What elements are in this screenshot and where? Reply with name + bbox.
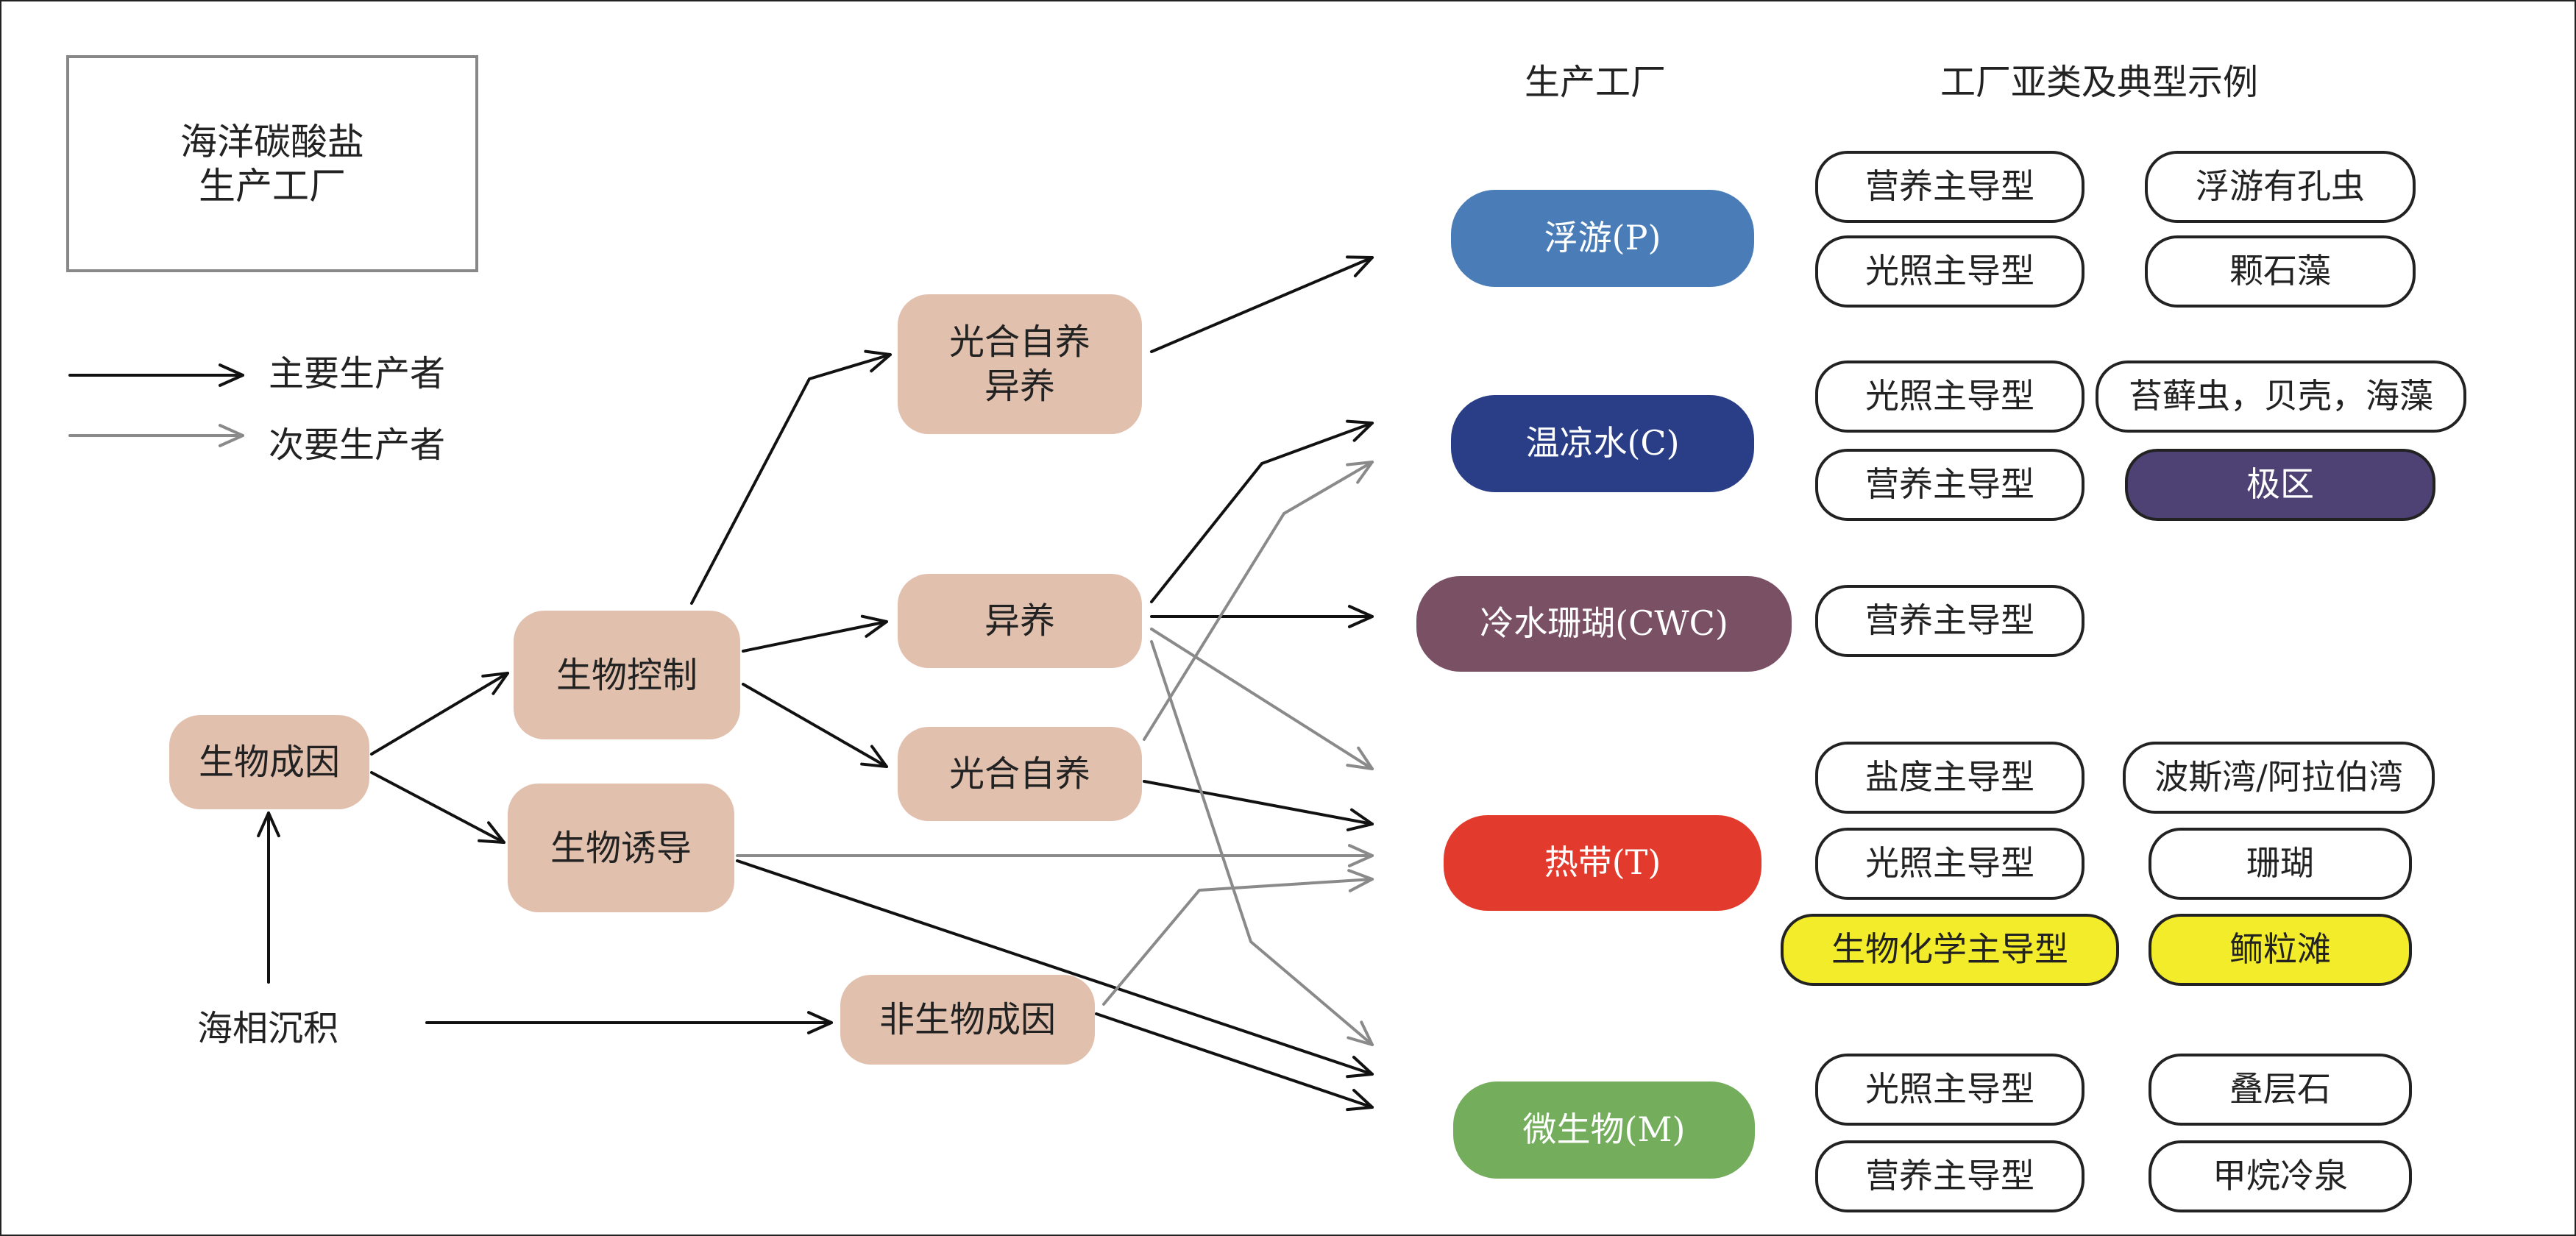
arrow-photoheter-planktonic xyxy=(1150,256,1374,353)
example-coral: 珊瑚 xyxy=(2149,828,2412,900)
legend-primary-arrow-head xyxy=(218,363,244,387)
arrow-induced-microbial xyxy=(736,859,1374,1076)
example-polar: 极区 xyxy=(2125,449,2435,521)
arrow-sediment-abiogenic-head xyxy=(806,1011,833,1034)
arrow-photoauto-tropical xyxy=(1143,780,1374,825)
arrow-photoheter-planktonic-head xyxy=(1346,255,1374,277)
node-photo-auto-hetero-line1: 光合自养 xyxy=(948,322,1090,363)
node-photoautotroph: 光合自养 xyxy=(898,727,1142,821)
arrow-controlled-photoauto xyxy=(742,683,888,768)
arrow-controlled-heterotroph xyxy=(742,620,888,653)
arrow-biogenic-induced-head xyxy=(478,821,505,844)
arrow-heterotroph-coolwater xyxy=(1150,422,1374,603)
header-subtypes: 工厂亚类及典型示例 xyxy=(1940,62,2259,103)
node-photo-auto-hetero: 光合自养 异养 xyxy=(898,294,1142,434)
subtype-t-biochemical: 生物化学主导型 xyxy=(1781,914,2119,986)
title-box: 海洋碳酸盐 生产工厂 xyxy=(66,55,478,272)
arrow-heterotroph-microbial-secondary-head xyxy=(1346,1020,1374,1046)
arrow-abiogenic-microbial-head xyxy=(1346,1088,1374,1112)
arrow-photoauto-coolwater-secondary-head xyxy=(1346,461,1374,484)
subtype-cwc-nutrient: 营养主导型 xyxy=(1815,585,2084,657)
legend-secondary-label: 次要生产者 xyxy=(269,425,446,466)
example-coccolithophore: 颗石藻 xyxy=(2145,235,2416,308)
node-biogenic: 生物成因 xyxy=(169,715,369,809)
node-heterotroph: 异养 xyxy=(898,574,1142,668)
arrow-photoauto-coolwater-secondary xyxy=(1143,461,1374,741)
example-planktonic-foraminifera: 浮游有孔虫 xyxy=(2145,151,2416,223)
node-photo-auto-hetero-line2: 异养 xyxy=(984,366,1055,407)
node-bio-controlled: 生物控制 xyxy=(514,611,740,739)
title-line-1: 海洋碳酸盐 xyxy=(180,120,364,163)
arrow-abiogenic-microbial xyxy=(1095,1012,1374,1109)
arrow-controlled-photoheter xyxy=(690,353,892,605)
subtype-c-nutrient: 营养主导型 xyxy=(1815,449,2084,521)
node-bio-induced: 生物诱导 xyxy=(508,784,734,912)
node-abiogenic: 非生物成因 xyxy=(840,975,1095,1065)
arrow-controlled-photoauto-head xyxy=(860,745,888,768)
example-bryozoan-shell-algae: 苔藓虫，贝壳，海藻 xyxy=(2096,360,2466,433)
legend-primary-label: 主要生产者 xyxy=(269,353,446,394)
header-factory: 生产工厂 xyxy=(1525,62,1667,103)
example-persian-arabian-gulf: 波斯湾/阿拉伯湾 xyxy=(2123,742,2435,814)
subtype-p-light: 光照主导型 xyxy=(1815,235,2084,308)
example-methane-cold-seep: 甲烷冷泉 xyxy=(2149,1140,2412,1212)
subtype-p-nutrient: 营养主导型 xyxy=(1815,151,2084,223)
arrow-induced-microbial-head xyxy=(1346,1055,1374,1079)
subtype-t-light: 光照主导型 xyxy=(1815,828,2084,900)
factory-planktonic: 浮游(P) xyxy=(1451,190,1754,287)
arrow-biogenic-controlled xyxy=(370,672,509,756)
subtype-t-salinity: 盐度主导型 xyxy=(1815,742,2084,814)
factory-tropical: 热带(T) xyxy=(1444,815,1761,911)
arrow-heterotroph-cwc-head xyxy=(1347,605,1374,628)
legend-secondary-arrow-head xyxy=(218,424,244,447)
arrow-biogenic-controlled-head xyxy=(481,672,509,695)
arrow-heterotroph-tropical-secondary-head xyxy=(1346,746,1374,770)
arrow-biogenic-induced xyxy=(370,771,505,844)
factory-microbial: 微生物(M) xyxy=(1453,1082,1755,1179)
arrow-heterotroph-microbial-secondary xyxy=(1150,640,1374,1046)
arrow-controlled-heterotroph-head xyxy=(860,614,888,638)
subtype-c-light: 光照主导型 xyxy=(1815,360,2084,433)
subtype-m-light: 光照主导型 xyxy=(1815,1054,2084,1126)
example-stromatolite: 叠层石 xyxy=(2149,1054,2412,1126)
arrow-abiogenic-tropical-secondary-head xyxy=(1347,869,1374,892)
factory-cold-water-coral: 冷水珊瑚(CWC) xyxy=(1416,576,1792,672)
title-line-2: 生产工厂 xyxy=(199,164,346,207)
arrow-heterotroph-tropical-secondary xyxy=(1150,628,1374,770)
arrow-heterotroph-coolwater-head xyxy=(1346,419,1374,442)
factory-cool-water: 温凉水(C) xyxy=(1451,395,1754,492)
arrow-sediment-biogenic-head xyxy=(257,811,280,838)
subtype-m-nutrient: 营养主导型 xyxy=(1815,1140,2084,1212)
arrow-abiogenic-tropical-secondary xyxy=(1102,878,1374,1006)
arrow-induced-tropical-secondary-head xyxy=(1347,844,1374,867)
node-marine-sediment: 海相沉积 xyxy=(197,1008,339,1049)
arrow-controlled-photoheter-head xyxy=(864,349,892,373)
arrow-photoauto-tropical-head xyxy=(1346,808,1374,831)
example-oolite-shoal: 鲕粒滩 xyxy=(2149,914,2412,986)
